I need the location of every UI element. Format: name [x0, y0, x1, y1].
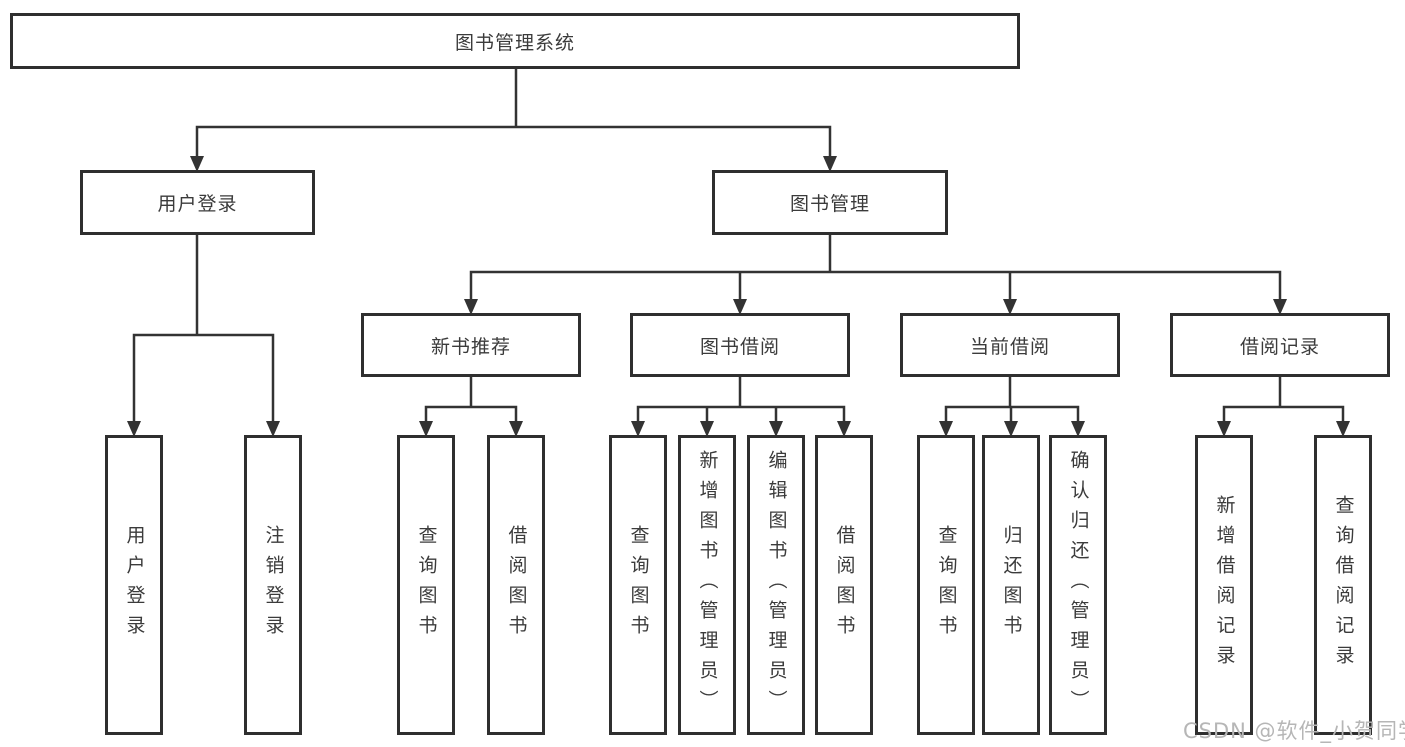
node-leaf-logout: 注销登录	[244, 435, 302, 735]
node-leaf-user-login: 用户登录	[105, 435, 163, 735]
node-borrowing-records: 借阅记录	[1170, 313, 1390, 377]
node-book-management: 图书管理	[712, 170, 948, 235]
node-label: 新增借阅记录	[1213, 495, 1236, 675]
node-label: 借阅图书	[833, 525, 856, 645]
node-leaf-borrow-books-1: 借阅图书	[487, 435, 545, 735]
node-label: 确认归还（管理员）	[1067, 450, 1090, 720]
node-leaf-add-borrow-record: 新增借阅记录	[1195, 435, 1253, 735]
node-leaf-query-books-3: 查询图书	[917, 435, 975, 735]
node-leaf-query-borrow-record: 查询借阅记录	[1314, 435, 1372, 735]
node-label: 新增图书（管理员）	[696, 450, 719, 720]
node-label: 查询图书	[627, 525, 650, 645]
node-current-borrowing: 当前借阅	[900, 313, 1120, 377]
node-label: 用户登录	[157, 193, 238, 215]
arrowheads	[127, 156, 1350, 437]
node-leaf-edit-books-admin: 编辑图书（管理员）	[747, 435, 805, 735]
node-label: 归还图书	[1000, 525, 1023, 645]
node-label: 注销登录	[262, 525, 285, 645]
node-leaf-borrow-books-2: 借阅图书	[815, 435, 873, 735]
node-label: 新书推荐	[430, 335, 511, 358]
node-leaf-confirm-return-admin: 确认归还（管理员）	[1049, 435, 1107, 735]
node-leaf-add-books-admin: 新增图书（管理员）	[678, 435, 736, 735]
node-label: 查询借阅记录	[1332, 495, 1355, 675]
node-label: 图书借阅	[699, 335, 780, 358]
node-label: 编辑图书（管理员）	[765, 450, 788, 720]
node-label: 图书管理	[789, 193, 870, 215]
node-leaf-query-books-2: 查询图书	[609, 435, 667, 735]
watermark: CSDN @软件_小贺同学	[1183, 719, 1405, 743]
node-label: 查询图书	[415, 525, 438, 645]
node-user-login: 用户登录	[80, 170, 315, 235]
node-leaf-query-books-1: 查询图书	[397, 435, 455, 735]
node-leaf-return-books: 归还图书	[982, 435, 1040, 735]
node-label: 图书管理系统	[454, 31, 575, 54]
node-label: 查询图书	[935, 525, 958, 645]
node-label: 借阅记录	[1239, 335, 1320, 358]
node-new-book-recommendation: 新书推荐	[361, 313, 581, 377]
node-library-management-system: 图书管理系统	[10, 13, 1020, 69]
node-label: 当前借阅	[969, 335, 1050, 358]
node-book-borrowing: 图书借阅	[630, 313, 850, 377]
node-label: 用户登录	[123, 525, 146, 645]
node-label: 借阅图书	[505, 525, 528, 645]
